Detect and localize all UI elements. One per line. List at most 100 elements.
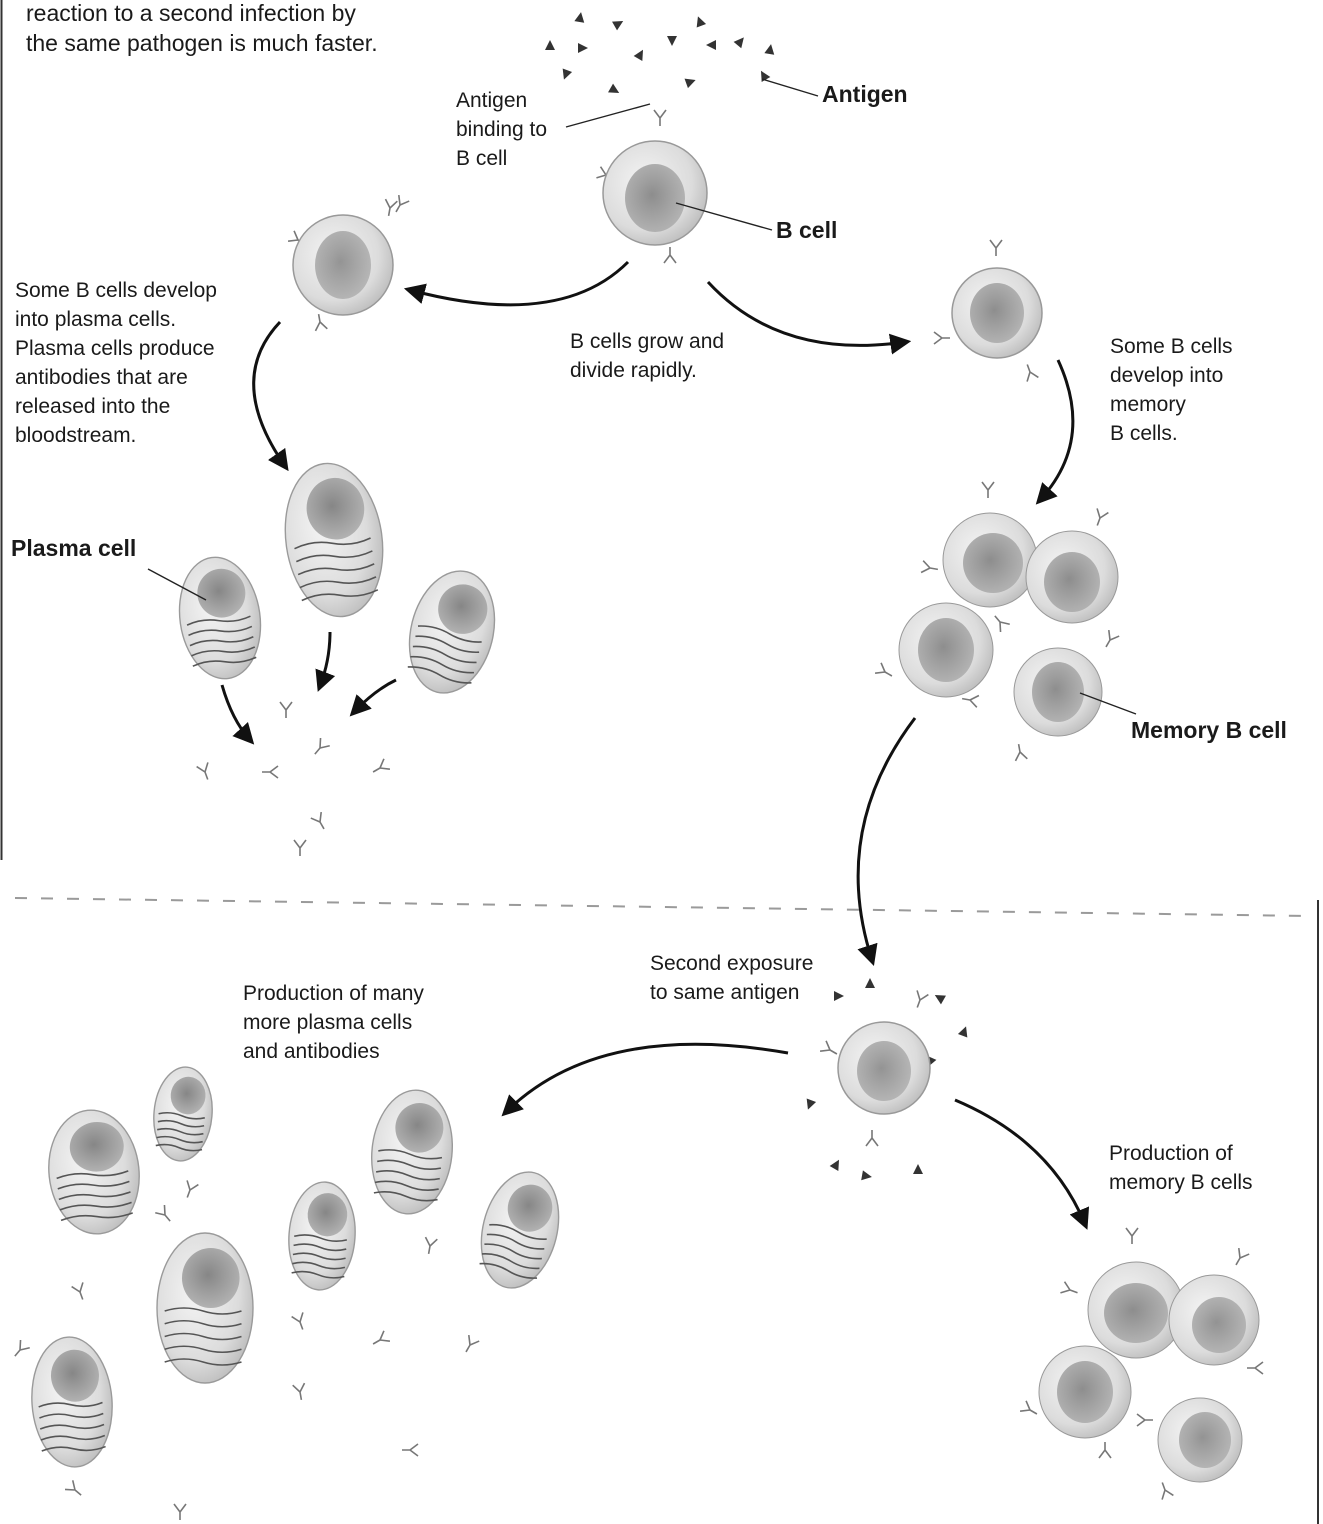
b-cell-right	[952, 268, 1042, 358]
plasma-cell	[43, 1106, 145, 1239]
antigen-particle	[861, 1170, 873, 1182]
antibody	[294, 840, 306, 856]
antibody	[293, 1383, 308, 1401]
antigen-particle	[574, 11, 586, 23]
antibody	[990, 612, 1009, 632]
antigen-particle	[608, 84, 622, 98]
arrow-bcell-to-right	[708, 282, 905, 345]
antigen-particle	[545, 40, 555, 50]
antibody	[155, 1205, 174, 1225]
antibody	[820, 1041, 840, 1059]
plasma-cell	[28, 1334, 117, 1469]
b-cell-second-exposure	[838, 1022, 930, 1114]
label-grow-divide: B cells grow and divide rapidly.	[570, 327, 724, 385]
antibody	[370, 1331, 390, 1349]
arrow-left-to-plasma	[254, 322, 285, 466]
antibody	[934, 332, 950, 344]
antibody	[1101, 630, 1119, 650]
antibody	[310, 738, 329, 758]
antibody	[461, 1335, 479, 1355]
antibody	[10, 1340, 29, 1360]
label-antigen: Antigen	[822, 80, 908, 109]
arrow-plasma-a-to-antibodies	[222, 685, 250, 740]
antibody	[1060, 1282, 1079, 1299]
label-memory-b-cell: Memory B cell	[1131, 716, 1287, 745]
antibody	[875, 663, 895, 681]
antigen-particle	[706, 40, 716, 50]
label-antigen-binding: Antigen binding to B cell	[456, 86, 547, 173]
antigen-particle	[830, 1157, 844, 1171]
antibody	[1092, 508, 1109, 527]
plasma-cell	[157, 1233, 253, 1383]
antibody	[292, 1312, 309, 1331]
antigen-particle	[958, 1025, 971, 1038]
b-cell-left	[293, 215, 393, 315]
arrow-bcell-to-left	[410, 262, 628, 305]
plasma-cell	[397, 562, 507, 702]
antibody	[1020, 1401, 1040, 1419]
antibody	[383, 199, 398, 217]
arrow-right-to-memory	[1040, 360, 1073, 500]
antibody	[664, 247, 676, 263]
antibody	[1099, 1442, 1111, 1458]
antibody	[1013, 743, 1028, 761]
plasma-cell	[150, 1065, 216, 1164]
antibody	[982, 482, 994, 498]
antibody	[1022, 362, 1039, 381]
antibody	[65, 1480, 85, 1499]
antigen-particle	[578, 43, 588, 53]
label-production-memory: Production of memory B cells	[1109, 1139, 1253, 1197]
label-memory-develop: Some B cells develop into memory B cells…	[1110, 332, 1233, 448]
antigen-particle	[913, 1164, 923, 1174]
plasma-cells-bottom	[28, 1065, 571, 1470]
arrow-memory-to-second-exposure	[858, 718, 915, 960]
antibody	[311, 812, 329, 832]
antigen-particle	[734, 34, 748, 48]
antigen-particle	[865, 978, 875, 988]
antibody	[197, 762, 214, 781]
memory-b-cell-cluster-bottom	[1039, 1262, 1259, 1482]
antibody	[961, 693, 979, 708]
antigen-particle	[803, 1099, 816, 1112]
plasma-cell	[172, 552, 268, 684]
antibody	[72, 1282, 89, 1301]
plasma-cell	[470, 1164, 570, 1296]
b-cell-main	[603, 141, 707, 245]
arrow-second-to-plasma	[506, 1044, 788, 1112]
antigen-particle	[685, 75, 698, 88]
antigen-particle	[634, 47, 648, 61]
antibody	[1231, 1248, 1249, 1268]
antibody	[912, 990, 929, 1009]
antibody	[1137, 1414, 1153, 1426]
antibody	[654, 110, 666, 126]
antibody	[990, 240, 1002, 256]
label-b-cell: B cell	[776, 216, 837, 245]
label-second-exposure: Second exposure to same antigen	[650, 949, 813, 1007]
antibody	[423, 1237, 438, 1255]
antigen-particle	[764, 43, 776, 55]
leader-antigen-binding	[566, 104, 650, 127]
antigen-particle	[559, 69, 572, 82]
label-plasma-develop: Some B cells develop into plasma cells. …	[15, 276, 217, 450]
leader-antigen	[762, 79, 818, 96]
antibody	[1126, 1228, 1138, 1244]
antibody	[1157, 1480, 1174, 1499]
antibody	[402, 1444, 418, 1456]
antibody	[280, 702, 292, 718]
antibody	[262, 766, 278, 778]
antibody	[921, 561, 939, 576]
antibody	[370, 759, 390, 777]
plasma-cells-top	[172, 457, 507, 702]
plasma-cell	[366, 1086, 459, 1218]
antigen-particle	[693, 15, 706, 28]
antibody	[182, 1180, 199, 1199]
antibody	[1247, 1362, 1263, 1374]
flow-arrows	[222, 262, 1085, 1224]
antibody	[866, 1130, 878, 1146]
label-plasma-cell: Plasma cell	[11, 534, 136, 563]
antigen-particle	[932, 991, 946, 1005]
section-divider	[15, 898, 1310, 916]
arrow-plasma-b-to-antibodies	[320, 632, 330, 686]
antigen-particle	[834, 991, 844, 1001]
